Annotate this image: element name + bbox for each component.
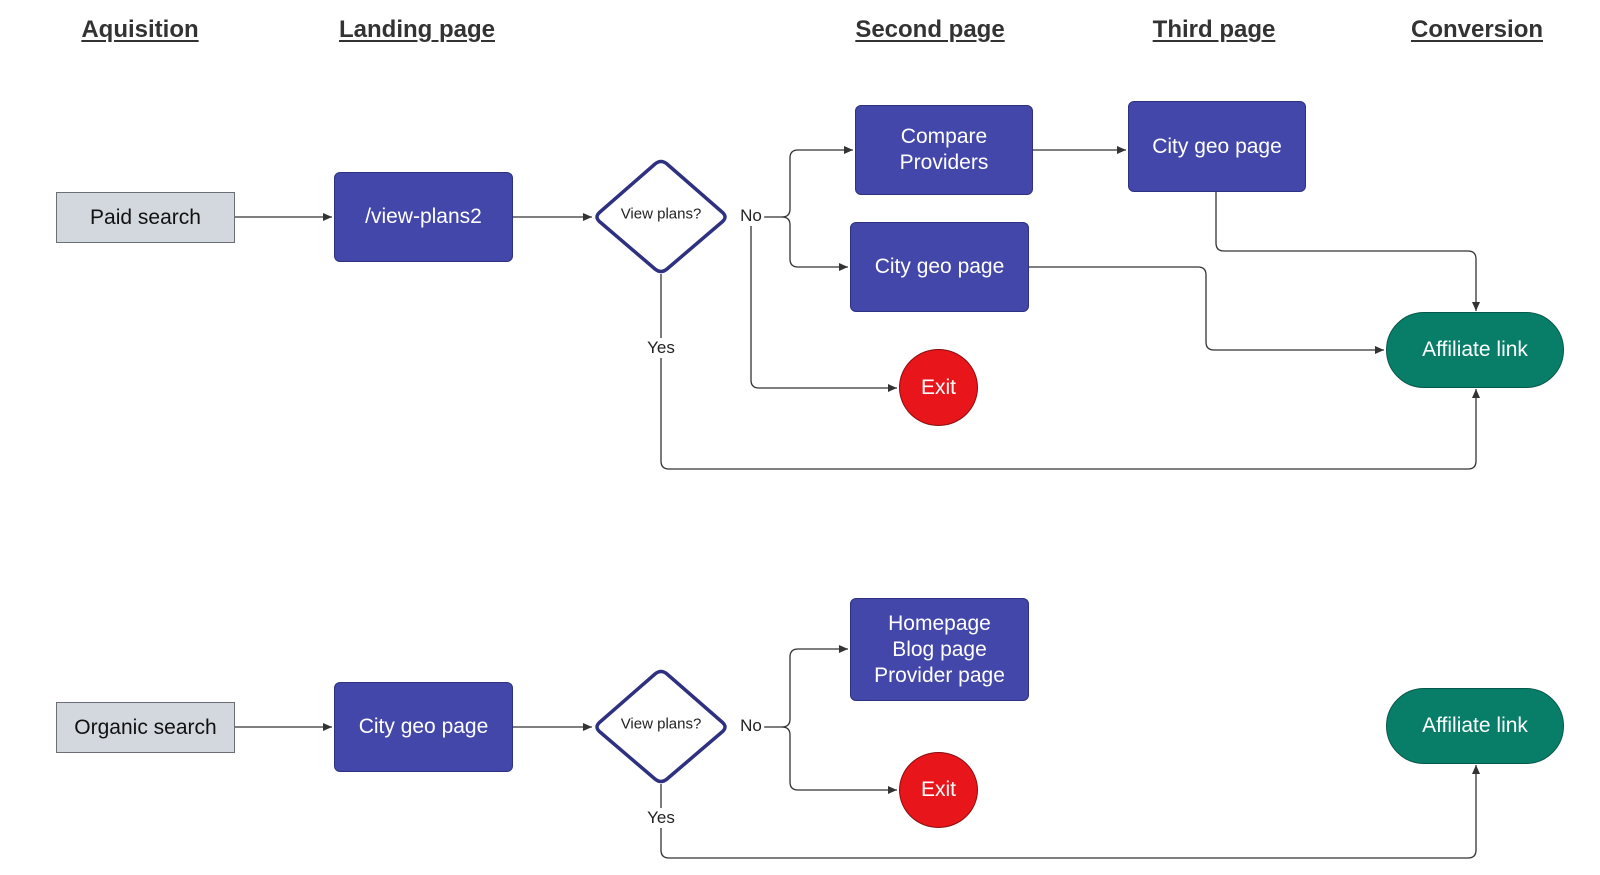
city-geo-second-label: City geo page — [874, 255, 1005, 278]
city-geo-second-node[interactable]: City geo page — [850, 222, 1029, 312]
blog-page-label: Blog page — [892, 637, 987, 661]
paid-search-label: Paid search — [90, 205, 201, 229]
compare-providers-line-2: Providers — [899, 151, 989, 174]
edge-no-to-exit1 — [750, 217, 897, 392]
edge-no-to-compare — [764, 146, 853, 218]
header-acquisition: Aquisition — [81, 16, 199, 43]
header-third-page: Third page — [1152, 16, 1276, 43]
affiliate-link-label-2: Affiliate link — [1422, 714, 1528, 737]
provider-page-label: Provider page — [874, 663, 1005, 687]
city-geo-third-label: City geo page — [1152, 134, 1282, 158]
homepage-label: Homepage — [888, 611, 991, 635]
decision-label-1: View plans? — [620, 205, 702, 223]
decision-diamond-1 — [595, 159, 727, 274]
yes-label-1: Yes — [645, 338, 677, 358]
organic-search-label: Organic search — [74, 715, 217, 739]
compare-providers-line-1: Compare — [900, 125, 988, 148]
exit-node-2[interactable]: Exit — [899, 752, 978, 828]
header-second-page: Second page — [855, 16, 1005, 43]
city-geo-landing-node[interactable]: City geo page — [334, 682, 513, 772]
edge-yes-to-affiliate2 — [660, 765, 1480, 859]
edge-no-to-city-second — [781, 216, 848, 271]
affiliate-link-node-1[interactable]: Affiliate link — [1386, 312, 1564, 388]
no-label-2: No — [738, 716, 764, 736]
affiliate-link-label-1: Affiliate link — [1422, 338, 1528, 361]
edge-no-to-pages — [764, 645, 848, 728]
yes-label-2: Yes — [645, 808, 677, 828]
edge-yes-to-affiliate1 — [660, 274, 1480, 470]
exit-label-1: Exit — [920, 375, 956, 399]
exit-label-2: Exit — [920, 778, 956, 801]
view-plans2-node[interactable]: /view-plans2 — [334, 172, 513, 262]
city-geo-third-node[interactable]: City geo page — [1128, 101, 1306, 192]
edge-city-second-to-affiliate — [1029, 266, 1384, 354]
decision-diamond-2 — [595, 669, 727, 784]
header-conversion: Conversion — [1410, 16, 1544, 43]
exit-node-1[interactable]: Exit — [899, 349, 978, 426]
paid-search-node[interactable]: Paid search — [56, 192, 235, 243]
edge-city-third-to-affiliate — [1215, 192, 1480, 311]
affiliate-link-node-2[interactable]: Affiliate link — [1386, 688, 1564, 764]
decision-label-2: View plans? — [620, 715, 702, 733]
header-landing-page: Landing page — [339, 16, 495, 43]
homepage-blog-provider-node[interactable]: Homepage Blog page Provider page — [850, 598, 1029, 701]
organic-search-node[interactable]: Organic search — [56, 702, 235, 753]
edge-no-to-exit2 — [781, 726, 897, 794]
city-geo-landing-label: City geo page — [358, 715, 489, 738]
view-plans2-label: /view-plans2 — [365, 205, 482, 228]
no-label-1: No — [738, 206, 764, 226]
compare-providers-node[interactable]: Compare Providers — [855, 105, 1033, 195]
